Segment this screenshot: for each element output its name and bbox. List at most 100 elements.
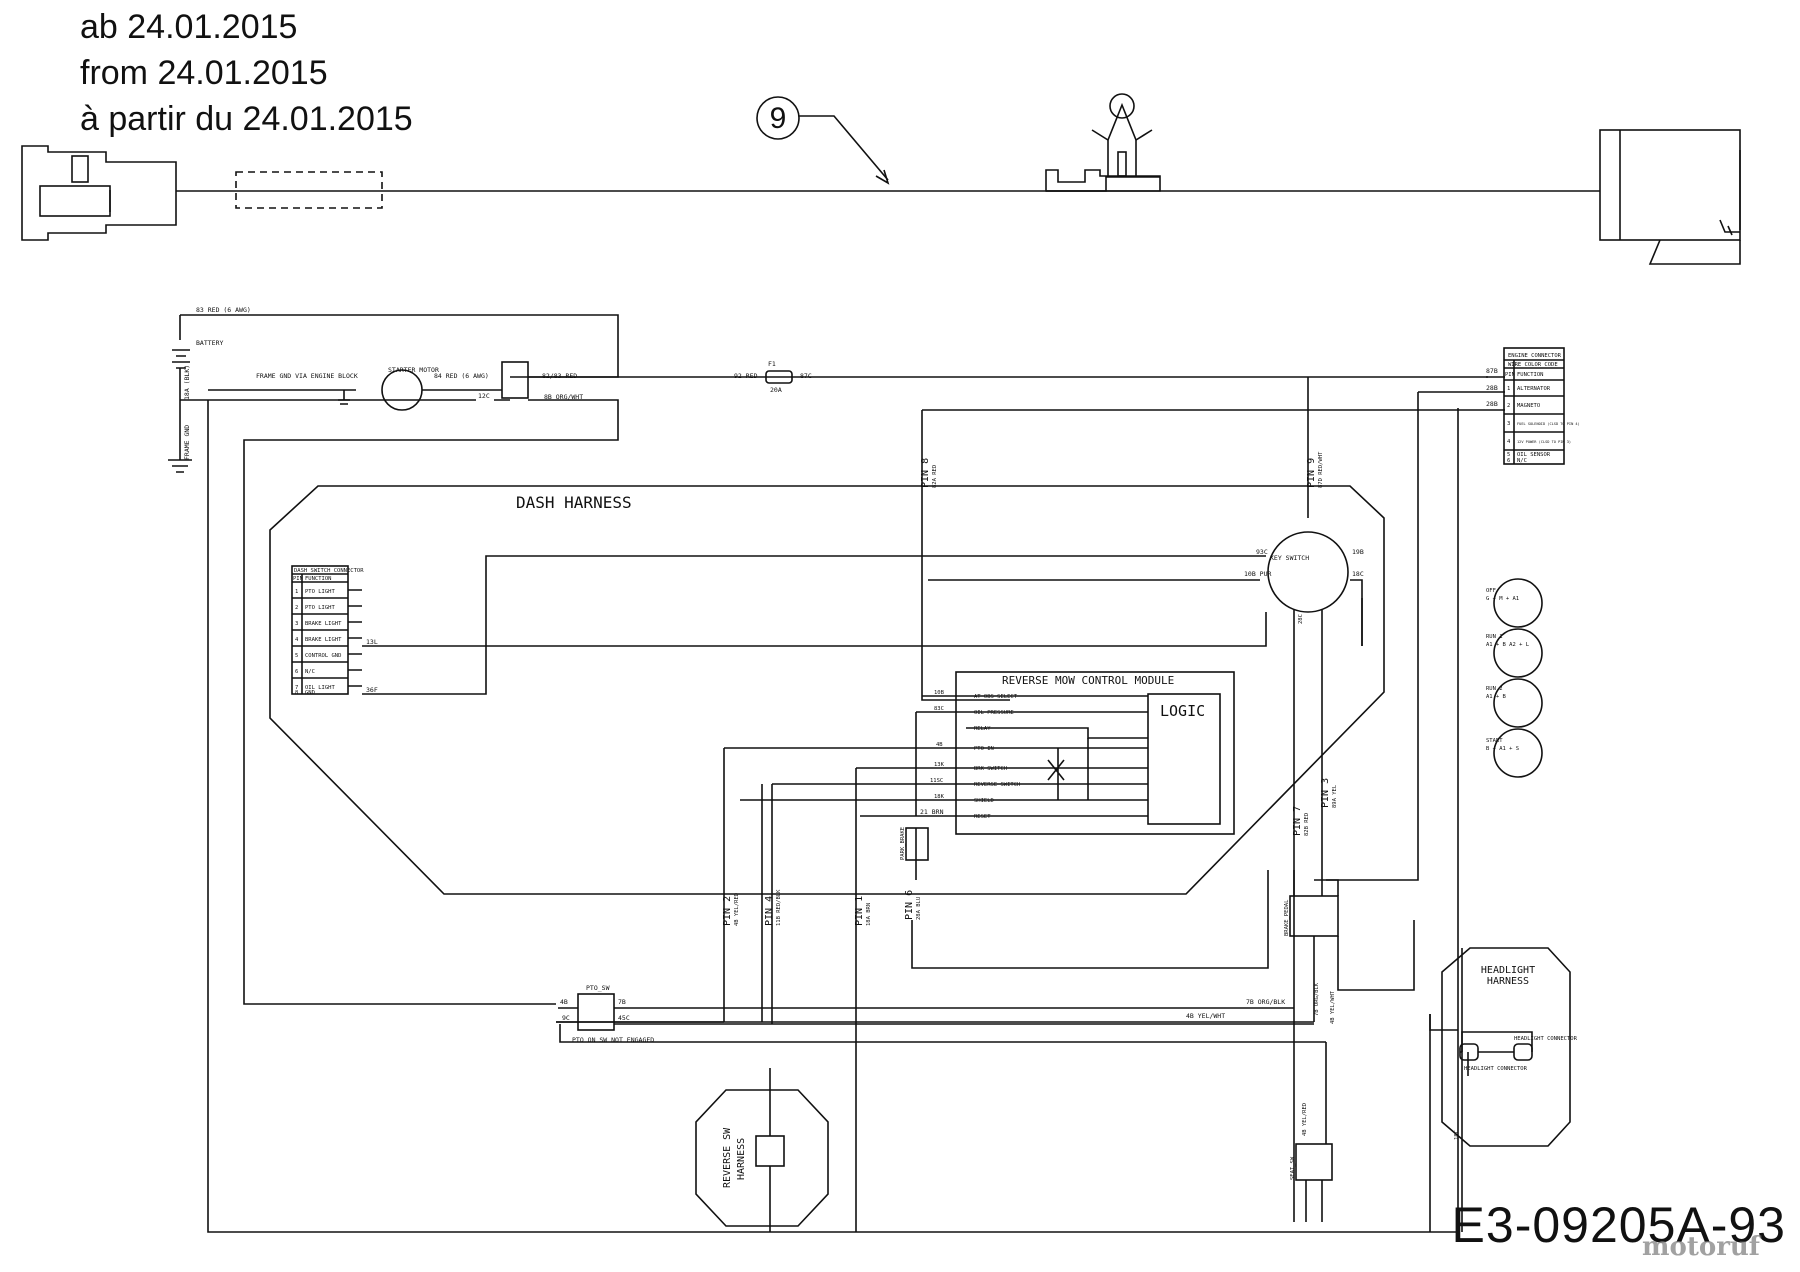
battery-label: BATTERY	[196, 339, 223, 347]
engine-row-3-fn: FUEL SOLENOID (CLSD TO PIN 4)	[1517, 422, 1580, 426]
headlight-harness-label-1: HEADLIGHT	[1481, 965, 1535, 976]
module-label: REVERSE MOW CONTROL MODULE	[1002, 674, 1174, 687]
red-fuse-label: 82/83 RED	[542, 372, 577, 380]
engine-row-6-pin: 6	[1507, 458, 1510, 464]
dash-row-1-pin: 1	[295, 589, 298, 595]
dash-row-3-fn: BRAKE LIGHT	[305, 621, 342, 627]
wire-4b-rot-label: 4B YEL/WHT	[1330, 990, 1336, 1024]
key-pos-run2-icon	[1493, 678, 1543, 728]
key-pos-start-icon	[1493, 728, 1543, 778]
battery-neg-label: 18A (BLK)	[183, 365, 191, 400]
pin2-label: PIN 2	[722, 896, 733, 926]
module-pin-2: OIL PRESSURE	[974, 710, 1014, 716]
engine-wire-1: 87B	[1486, 367, 1498, 375]
pin7-wire-label: 82B RED	[1304, 813, 1310, 836]
fuse-rating-label: 20A	[770, 386, 782, 394]
engine-table-header2: WIRE COLOR CODE	[1508, 362, 1558, 368]
pin3-wire-label: 89A YEL	[1332, 784, 1338, 808]
pin7-label: PIN 7	[1292, 806, 1303, 836]
engine-wire-2: 28B	[1486, 384, 1498, 392]
dash-row-6-pin: 6	[295, 669, 298, 675]
dash-table-header: DASH SWITCH CONNECTOR	[294, 568, 364, 574]
pin6-wire-label: 28A BLU	[916, 897, 922, 920]
dash-row-8-pin: 8	[295, 690, 298, 696]
pto-switch-icon	[577, 993, 615, 1031]
starter-label: STARTER MOTOR	[388, 366, 439, 374]
module-pin-4: PTO IN	[974, 746, 994, 752]
right-connector-icon	[1599, 129, 1741, 265]
wire-18c-label: 18C	[1352, 570, 1364, 578]
key-pos-4-label: START	[1486, 738, 1503, 744]
reverse-sw-harness-outline	[695, 1089, 829, 1227]
key-pos-1-label: OFF	[1486, 588, 1496, 594]
module-wire-7: 18K	[934, 794, 945, 800]
module-pin-1: AT OBS SELECT	[974, 694, 1018, 700]
pto-sw-label: PTO_SW	[586, 984, 610, 992]
pto-on-label: PTO ON SW NOT ENGAGED	[572, 1036, 654, 1044]
park-brake-label: PARK_BRAKE	[900, 827, 906, 860]
module-wire-2: 83C	[934, 706, 944, 712]
red-top-label: 83 RED (6 AWG)	[196, 306, 251, 314]
engine-row-3-pin: 3	[1507, 421, 1510, 427]
wire-21-label: 21 BRN	[920, 808, 944, 816]
engine-row-1-pin: 1	[1507, 386, 1510, 392]
key-pos-1-desc: G + M + A1	[1486, 596, 1519, 602]
key-pos-off-icon	[1493, 578, 1543, 628]
pin9-label: PIN 9	[1306, 458, 1317, 488]
date-german: ab 24.01.2015	[80, 8, 298, 46]
dash-row-5-pin: 5	[295, 653, 298, 659]
pin4-label: PIN 4	[764, 896, 775, 926]
date-english: from 24.01.2015	[80, 54, 328, 92]
wire-12c-label: 12C	[478, 392, 490, 400]
wire-7b-rot-label: 7B ORG/BLK	[1314, 982, 1320, 1016]
module-wire-6: 11SC	[930, 778, 943, 784]
date-french: à partir du 24.01.2015	[80, 100, 413, 138]
sleeve-outline	[235, 171, 383, 209]
key-pos-3-label: RUN 2	[1486, 686, 1503, 692]
wire-13l-label: 13L	[366, 638, 378, 646]
module-pin-6: REVERSE SWITCH	[974, 782, 1020, 788]
key-pos-2-label: RUN 1	[1486, 634, 1503, 640]
wire-10b-label: 10B PUR	[1244, 570, 1271, 578]
reverse-switch-icon	[755, 1135, 785, 1167]
wire-45c-label: 45C	[618, 1014, 630, 1022]
wire-28c-label: 28C	[1298, 614, 1304, 624]
engine-col-fn: FUNCTION	[1517, 372, 1544, 378]
reverse-mow-module	[955, 671, 1235, 835]
key-switch-label: KEY SWITCH	[1270, 554, 1309, 562]
callout-9	[756, 96, 890, 185]
headlight-right-label: HEADLIGHT CONNECTOR	[1514, 1036, 1578, 1042]
left-connector-icon	[21, 145, 1600, 241]
dash-row-6-fn: N/C	[305, 669, 315, 675]
headlight-wire-label: 18C	[1454, 1130, 1460, 1140]
fuse-label: F1	[768, 360, 776, 368]
wire-36f-label: 36F	[366, 686, 378, 694]
wire-4b-label: 4B YEL/WHT	[1186, 1012, 1225, 1020]
engine-row-4-pin: 4	[1507, 439, 1511, 445]
engine-connector-table	[1503, 347, 1565, 465]
engine-row-6-fn: N/C	[1517, 458, 1527, 464]
key-pos-run1-icon	[1493, 628, 1543, 678]
wire-7b-label: 7B ORG/BLK	[1246, 998, 1285, 1006]
dash-col-fn: FUNCTION	[305, 576, 332, 582]
dash-row-2-fn: PTO LIGHT	[305, 605, 335, 611]
dash-row-7-fn: OIL LIGHT	[305, 685, 335, 691]
wire-clip-icon	[1045, 93, 1161, 192]
headlight-harness-outline	[1441, 947, 1571, 1147]
pin4-wire-label: 11B RED/BLK	[776, 889, 782, 926]
wire-93c-label: 93C	[1256, 548, 1268, 556]
pin3-label: PIN 3	[1320, 778, 1331, 808]
seat-switch-icon	[1295, 1143, 1333, 1181]
module-pin-8: RESET	[974, 814, 991, 820]
module-pin-3: RELAY	[974, 726, 991, 732]
dash-row-1-fn: PTO LIGHT	[305, 589, 335, 595]
starter-motor-icon	[381, 369, 423, 411]
module-pin-rows	[966, 695, 1148, 817]
seat-sw-label: SEAT_SW	[1290, 1156, 1296, 1180]
pin8-wire-label: 82A RED	[932, 465, 938, 488]
dash-row-4-fn: BRAKE LIGHT	[305, 637, 342, 643]
headlight-left-label: HEADLIGHT CONNECTOR	[1464, 1066, 1528, 1072]
key-pos-4-desc: B + A1 + S	[1486, 746, 1519, 752]
engine-col-pin: PIN	[1505, 372, 1515, 378]
